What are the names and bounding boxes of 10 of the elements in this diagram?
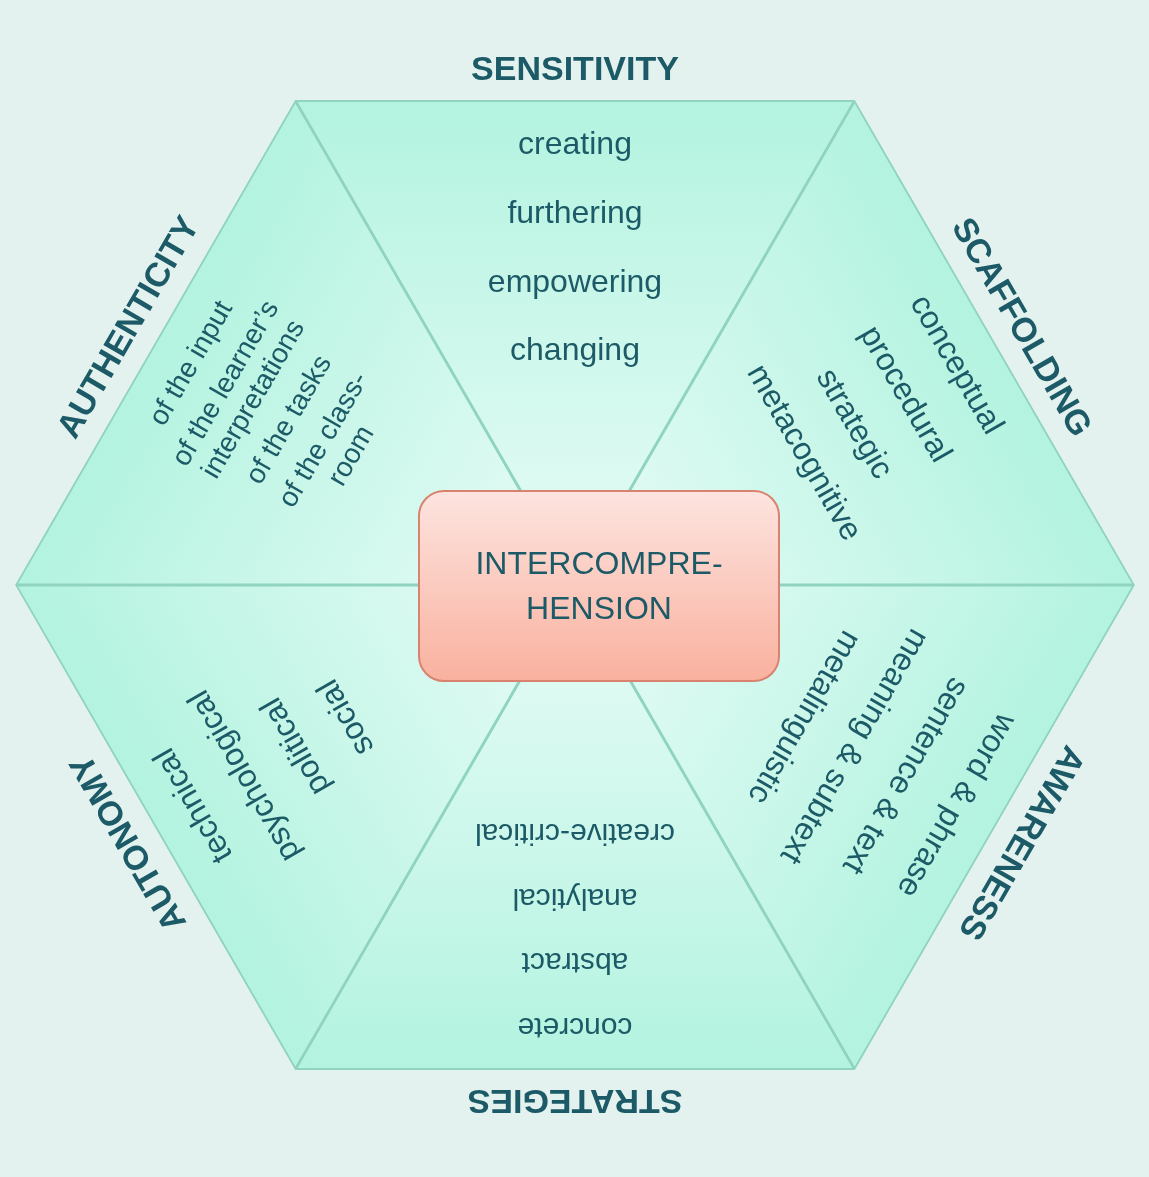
segment-item: changing <box>510 331 640 369</box>
segment-item: creating <box>518 125 632 162</box>
segment-item: creative-critical <box>475 817 676 852</box>
segment-heading: SENSITIVITY <box>470 49 680 88</box>
segment-item: abstract <box>521 946 629 981</box>
segment-item: empowering <box>487 262 663 300</box>
segment-item: concrete <box>517 1011 633 1045</box>
segment-heading: STRATEGIES <box>466 1082 684 1121</box>
segment-item: analytical <box>512 882 638 916</box>
segment-item: furthering <box>507 193 643 231</box>
